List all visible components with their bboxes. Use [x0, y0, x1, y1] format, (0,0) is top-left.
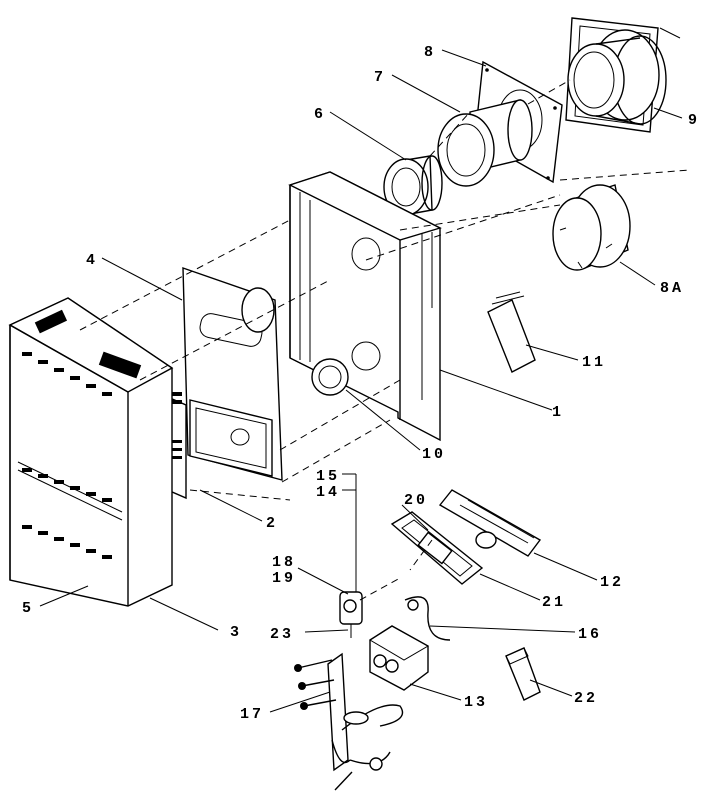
part-9-vent-cap [565, 17, 681, 133]
part-7-flanged-collar [437, 99, 533, 187]
callout-6: 6 [314, 106, 326, 123]
explosion-lines [79, 79, 691, 601]
callout-17: 17 [240, 706, 264, 723]
part-18-19-pilot-assembly [339, 500, 363, 638]
part-13-gas-valve [369, 625, 430, 691]
part-5-front-cabinet [8, 297, 174, 607]
part-22-ignitor-box [505, 647, 541, 701]
callout-10: 10 [422, 446, 446, 463]
callout-5: 5 [22, 600, 34, 617]
callout-23: 23 [270, 626, 294, 643]
part-8a-pipe-section [552, 184, 631, 271]
part-6-ring-adapter [383, 155, 443, 216]
callout-14: 14 [316, 484, 340, 501]
callout-2: 2 [266, 515, 278, 532]
callout-22: 22 [574, 690, 598, 707]
callout-15: 15 [316, 468, 340, 485]
part-20-21-burner-plate [390, 511, 484, 585]
callout-21: 21 [542, 594, 566, 611]
callout-labels: 1 2 3 4 5 6 7 8 8A 9 10 11 12 13 14 15 1… [22, 44, 700, 723]
leader-lines [39, 49, 683, 713]
callout-11: 11 [582, 354, 606, 371]
callout-1: 1 [552, 404, 564, 421]
callout-9: 9 [688, 112, 700, 129]
part-12-burner [438, 489, 542, 557]
part-16-pilot-tube [404, 596, 451, 641]
callout-19: 19 [272, 570, 296, 587]
callout-8: 8 [424, 44, 436, 61]
callout-3: 3 [230, 624, 242, 641]
callout-8a: 8A [660, 280, 684, 297]
part-10-window-ring [311, 358, 349, 396]
callout-4: 4 [86, 252, 98, 269]
callout-16: 16 [578, 626, 602, 643]
part-17-valve-bracket [294, 652, 404, 791]
callout-13: 13 [464, 694, 488, 711]
callout-18: 18 [272, 554, 296, 571]
callout-20: 20 [404, 492, 428, 509]
callout-12: 12 [600, 574, 624, 591]
part-4-heat-exchanger [182, 267, 283, 481]
callout-7: 7 [374, 69, 386, 86]
part-11-bracket [487, 291, 536, 373]
